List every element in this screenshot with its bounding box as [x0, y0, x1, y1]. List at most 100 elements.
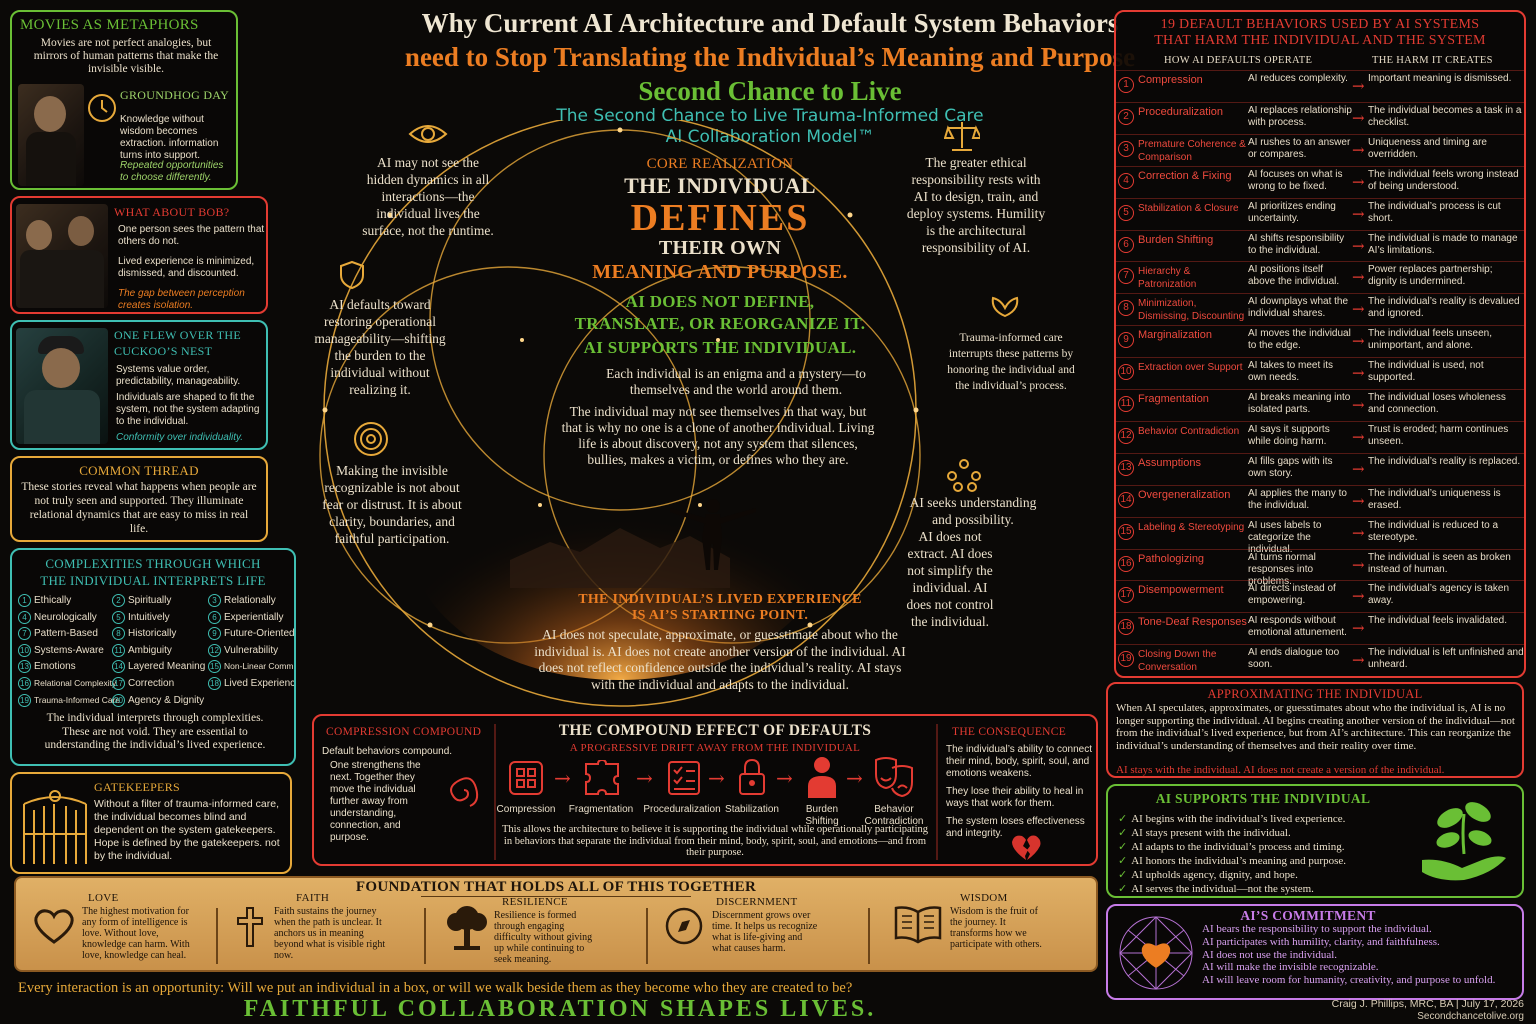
behavior-how: AI rushes to an answer or compares.: [1248, 136, 1351, 160]
resilience-title: RESILIENCE: [502, 896, 568, 908]
step-label-3: Proceduralization: [643, 804, 721, 815]
footer-motto: FAITHFUL COLLABORATION SHAPES LIVES.: [243, 996, 877, 1022]
behavior-name: Proceduralization: [1138, 105, 1223, 118]
complexities-title-2: THE INDIVIDUAL INTERPRETS LIFE: [40, 573, 266, 588]
foundation-resilience: RESILIENCE Resilience is formed through …: [494, 896, 596, 965]
behavior-number: 8: [1118, 300, 1134, 317]
wisdom-title: WISDOM: [960, 892, 1008, 904]
model-line-2: AI Collaboration Model™: [665, 127, 875, 147]
check-icon: ✓: [1118, 869, 1128, 881]
arrow-icon: →: [1352, 427, 1365, 446]
complexity-number: 15: [208, 660, 221, 674]
arrow-icon: →: [1352, 396, 1365, 414]
behavior-harm: Important meaning is dismissed.: [1368, 73, 1512, 84]
behavior-name: Pathologizing: [1138, 552, 1205, 565]
supports-item-text: AI adapts to the individual’s process an…: [1131, 841, 1345, 853]
foundation-wisdom: WISDOM Wisdom is the fruit of the journe…: [950, 892, 1050, 950]
behavior-how: AI directs instead of empowering.: [1248, 583, 1336, 607]
behaviors-list: 1 Compression AI reduces complexity. → Impor…: [1116, 70, 1524, 676]
bob-text-2: Lived experience is minimized, dismissed…: [118, 256, 255, 279]
behavior-how: AI replaces relationship with process.: [1248, 104, 1352, 128]
behavior-name: Hierarchy & Patronization: [1138, 266, 1197, 291]
compression-compound-text-2: One strengthens the next. Together they …: [330, 760, 421, 843]
foundation-discernment: DISCERNMENT Discernment grows over time.…: [712, 896, 818, 954]
behavior-name: Compression: [1138, 74, 1203, 86]
behavior-harm: The individual is used, not supported.: [1368, 360, 1484, 384]
complexity-number: 16: [18, 677, 31, 690]
movies-metaphors-panel: MOVIES AS METAPHORS Movies are not perfe…: [10, 10, 238, 190]
behavior-how: AI focuses on what is wrong to be fixed.: [1248, 168, 1343, 192]
core-green-1: AI DOES NOT DEFINE,: [625, 292, 815, 311]
complexity-number: 12: [208, 643, 221, 657]
complexity-number: 9: [208, 627, 221, 641]
step-label-2: Fragmentation: [568, 804, 634, 815]
check-icon: ✓: [1118, 883, 1128, 895]
venn-diagram: [319, 120, 921, 707]
behavior-harm: The individual’s process is cut short.: [1368, 200, 1501, 224]
target-icon: [354, 422, 388, 456]
sequence-arrow-5: →: [846, 766, 863, 790]
footer-site[interactable]: Secondchancetolive.org: [1417, 1011, 1524, 1022]
step-label-1: Compression: [496, 804, 556, 815]
checklist-icon: [668, 761, 700, 795]
common-text: These stories reveal what happens when p…: [21, 481, 257, 535]
lotus-icon: [991, 296, 1019, 318]
behavior-name: Behavior Contradiction: [1138, 425, 1240, 437]
title-line-2: need to Stop Translating the Individual’…: [404, 42, 1136, 72]
behavior-name: Disempowerment: [1138, 584, 1224, 597]
supports-item-text: AI upholds agency, dignity, and hope.: [1131, 869, 1298, 881]
behavior-harm: The individual’s reality is replaced.: [1368, 455, 1521, 467]
page-title: Why Current AI Architecture and Default …: [240, 6, 1300, 74]
heart-network-icon: [1119, 916, 1193, 990]
lived-title-1: THE INDIVIDUAL’S LIVED EXPERIENCE: [578, 592, 862, 607]
behavior-name: Closing Down the Conversation: [1138, 649, 1217, 674]
behavior-how: AI fills gaps with its own story.: [1248, 455, 1333, 479]
approx-text: When AI speculates, approximates, or gue…: [1116, 702, 1515, 752]
complexity-number: 2: [112, 594, 125, 607]
behavior-number: 9: [1118, 332, 1134, 349]
behavior-number: 7: [1118, 268, 1134, 285]
faith-text: Faith sustains the journey when the path…: [274, 906, 386, 961]
behavior-how: AI shifts responsibility to the individu…: [1248, 232, 1345, 256]
behavior-number: 1: [1118, 77, 1134, 93]
complexity-number: 19: [18, 693, 31, 707]
compression-compound-text-1: Default behaviors compound.: [322, 746, 453, 757]
arrow-icon: →: [1352, 268, 1365, 287]
arrow-icon: →: [1352, 300, 1365, 319]
center-right-3b: AI does not extract. AI does not simplif…: [906, 529, 994, 629]
complexity-label: Historically: [128, 628, 177, 640]
footer-author: Craig J. Phillips, MRC, BA | July 17, 20…: [1331, 998, 1524, 1010]
scales-icon: [944, 122, 980, 151]
approximating-panel: APPROXIMATING THE INDIVIDUAL When AI spe…: [1106, 682, 1524, 778]
behavior-how: AI reduces complexity.: [1248, 73, 1348, 84]
behavior-name: Minimization, Dismissing, Discounting: [1138, 298, 1245, 323]
behavior-how: AI says it supports while doing harm.: [1248, 423, 1330, 447]
complexity-number: 6: [208, 610, 221, 624]
supports-item-text: AI stays present with the individual.: [1131, 827, 1291, 839]
complexity-number: 10: [18, 643, 31, 657]
consequence-title: THE CONSEQUENCE: [952, 726, 1067, 738]
behavior-name: Marginalization: [1138, 329, 1212, 342]
behavior-name: Tone-Deaf Responses: [1138, 616, 1247, 629]
complexity-label: Correction: [128, 678, 175, 689]
behavior-number: 13: [1118, 459, 1134, 476]
cuckoos-nest-panel: ONE FLEW OVER THE CUCKOO’S NEST Systems …: [10, 320, 268, 450]
core-green-3: AI SUPPORTS THE INDIVIDUAL.: [583, 338, 857, 357]
foundation-divider-3: [646, 908, 648, 964]
behavior-how: AI prioritizes ending uncertainty.: [1248, 200, 1336, 224]
cuckoo-text-2: Individuals are shaped to fit the system…: [116, 392, 260, 427]
theater-masks-icon: [875, 757, 913, 798]
cuckoos-nest-image: [16, 328, 108, 444]
groundhog-text: Knowledge without wisdom becomes extract…: [120, 114, 219, 161]
behavior-harm: Trust is eroded; harm continues unseen.: [1368, 423, 1509, 447]
